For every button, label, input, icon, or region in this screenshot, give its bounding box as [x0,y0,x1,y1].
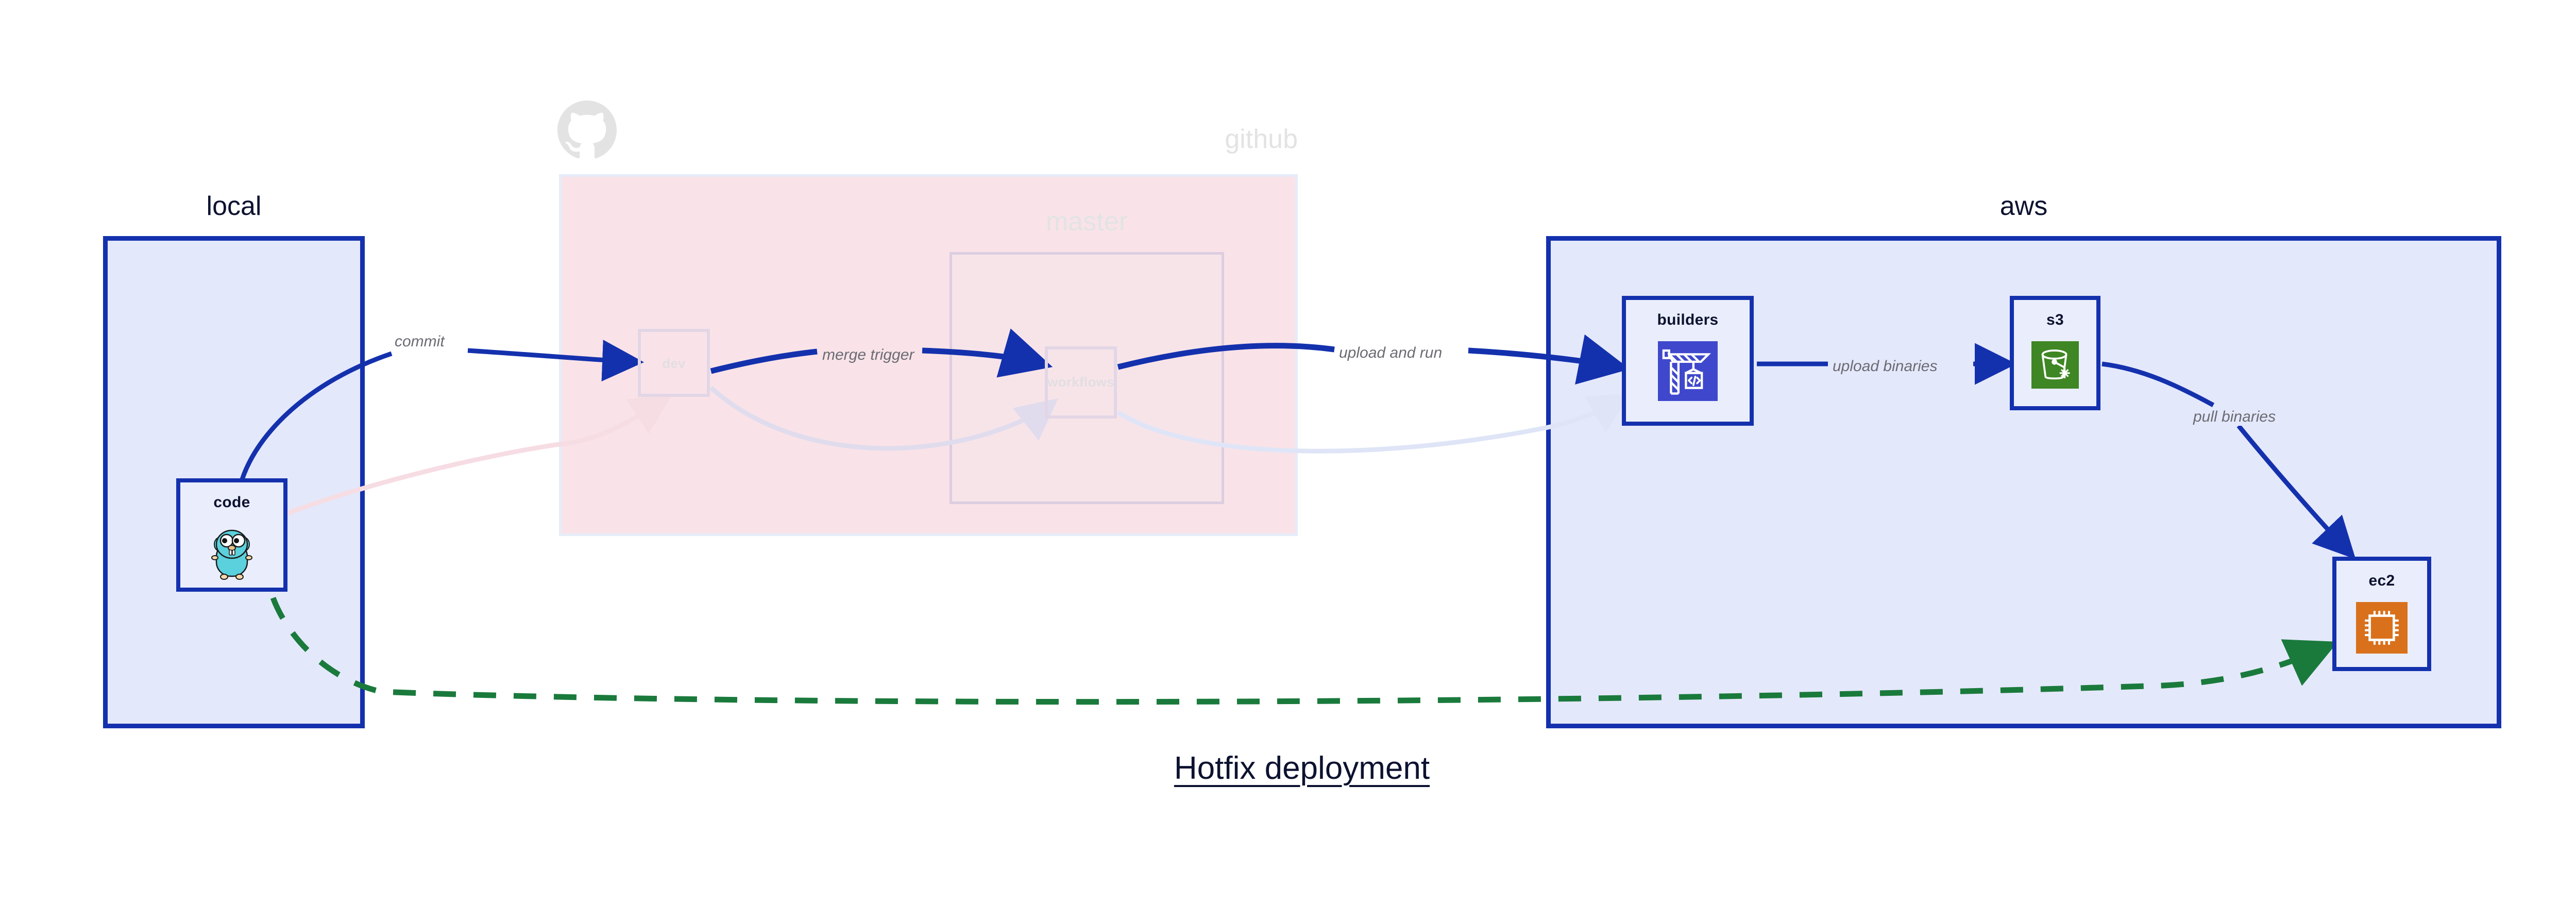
node-s3-label: s3 [2046,311,2064,328]
github-octocat-icon [557,101,617,160]
node-builders-label: builders [1657,311,1719,328]
node-workflows-label: workflows [1047,374,1114,390]
edge-label-pull-binaries: pull binaries [2191,408,2278,426]
group-label-aws: aws [1999,191,2048,221]
group-label-local: local [206,191,262,221]
node-ec2-label: ec2 [2368,572,2395,589]
edge-label-upload-and-run: upload and run [1337,344,1445,362]
edge-label-commit: commit [393,333,447,350]
group-master[interactable] [950,252,1224,504]
go-gopher-icon [207,524,257,584]
edge-label-upload-binaries: upload binaries [1831,358,1940,375]
node-code[interactable]: code [176,478,287,592]
node-dev-label: dev [662,356,686,371]
diagram-title: Hotfix deployment [1174,750,1430,786]
node-s3[interactable]: s3 [2010,296,2100,410]
node-code-label: code [213,494,250,511]
cpu-chip-icon [2356,602,2408,654]
crane-code-icon [1658,341,1718,401]
s3-bucket-icon [2031,341,2079,389]
group-label-master: master [1046,207,1128,237]
node-dev[interactable]: dev [638,329,710,397]
node-ec2[interactable]: ec2 [2332,557,2431,671]
group-label-github: github [1225,124,1298,154]
node-workflows[interactable]: workflows [1045,346,1117,419]
edge-label-merge-trigger: merge trigger [820,346,917,364]
node-builders[interactable]: builders [1622,296,1754,426]
